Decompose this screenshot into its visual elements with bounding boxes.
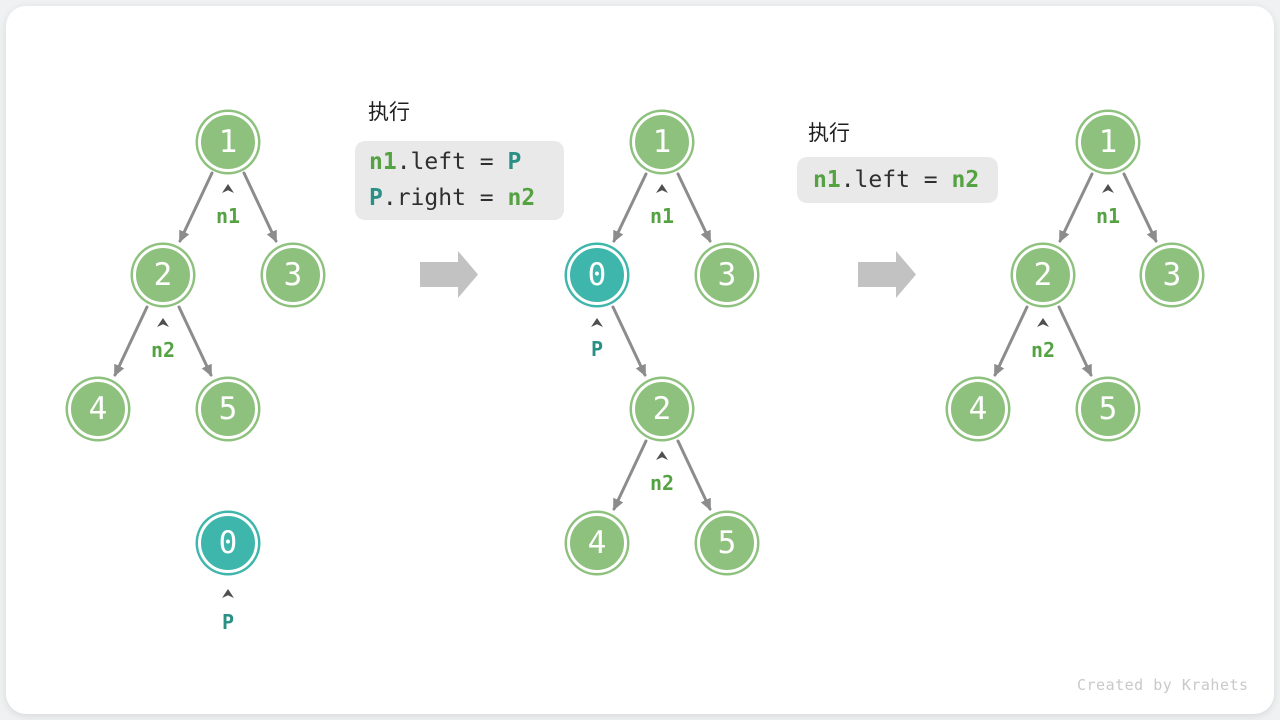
- watermark: Created by Krahets: [1077, 676, 1249, 694]
- code-token: n2: [507, 185, 536, 211]
- code-token: P: [507, 149, 522, 175]
- code-token: .left =: [840, 167, 952, 193]
- code-block-1: n1.left = P P.right = n2: [355, 141, 564, 220]
- code-token: P: [369, 185, 383, 211]
- exec-label-2: 执行: [808, 121, 850, 145]
- code-token: .right =: [382, 185, 508, 211]
- exec-label-1: 执行: [368, 100, 410, 124]
- code-line: n1.left = P: [369, 144, 564, 180]
- code-line: P.right = n2: [369, 180, 564, 216]
- code-token: n1: [813, 167, 841, 193]
- code-block-2: n1.left = n2: [797, 157, 998, 203]
- code-token: .left =: [396, 149, 508, 175]
- code-token: n1: [369, 149, 397, 175]
- figure-card: [6, 6, 1274, 714]
- code-line: n1.left = n2: [813, 162, 998, 198]
- code-token: n2: [951, 167, 980, 193]
